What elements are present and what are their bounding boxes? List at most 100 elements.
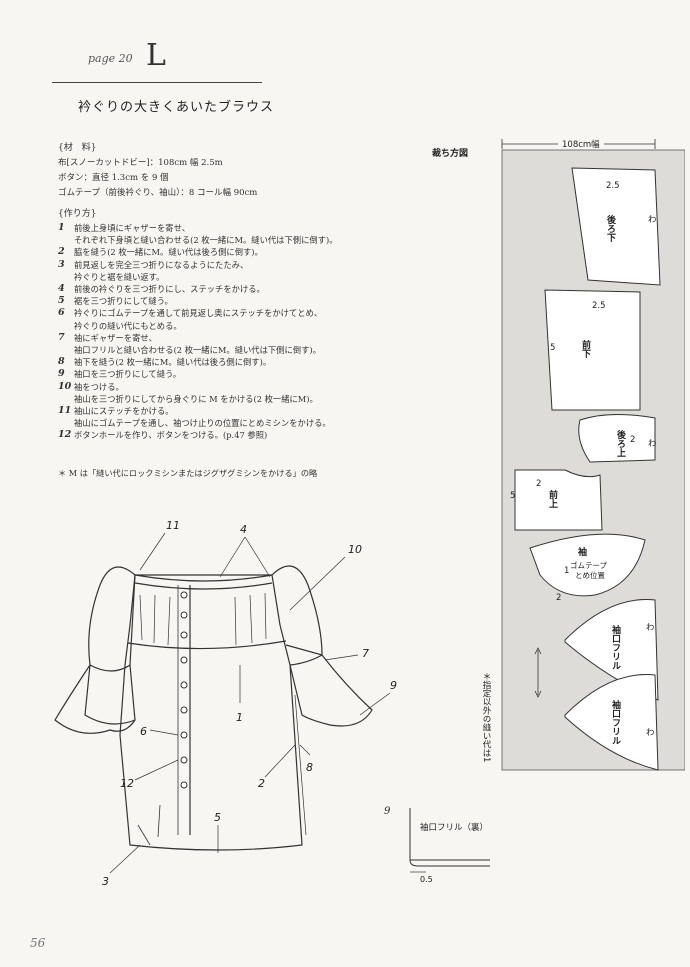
callout-10: 10 [348,543,362,556]
step-number: 3 [58,258,65,270]
step-text: 前後上身頃にギャザーを寄せ、 [74,223,191,233]
fold-mark: わ [646,728,655,738]
detail-label: 袖口フリル（裏） [420,822,488,833]
step-text: 脇を縫う(2 枚一緒にM。縫い代は後ろ側に倒す)。 [74,247,263,258]
seam-allowance: 5 [550,343,555,353]
materials-line: ボタン：直径 1.3cm を 9 個 [58,173,169,183]
step-number: 2 [58,246,65,258]
step-number: 8 [58,356,65,368]
callout-9: 9 [390,679,397,692]
piece-cuff-ruffle: 袖口フリル [610,624,622,670]
seam-allowance: 2 [630,435,635,445]
page-number: 56 [30,936,46,950]
callout-4: 4 [240,523,247,536]
method-step: 2 脇を縫う(2 枚一緒にM。縫い代は後ろ側に倒す)。 [58,246,388,258]
method-step: 9 袖口を三つ折りにして縫う。 [58,368,388,380]
seam-allowance: 5 [510,491,515,501]
callout-1: 1 [236,711,243,724]
step-text: 袖下を縫う(2 枚一緒にM。縫い代は後ろ側に倒す)。 [74,357,272,368]
callout-2: 2 [258,777,265,790]
method-step: 1 前後上身頃にギャザーを寄せ、 [58,222,388,234]
method-steps: 1 前後上身頃にギャザーを寄せ、それぞれ下身頃と縫い合わせる(2 枚一緒にM。縫い… [58,222,388,442]
seam-allowance: 2 [536,479,541,489]
step-number [58,393,74,405]
step-text: 袖をつける。 [74,381,124,392]
callout-11: 11 [166,519,180,532]
step-number: 10 [58,380,72,392]
step-number [58,344,74,356]
step-text: 袖口フリルと縫い合わせる(2 枚一緒にM。縫い代は下側に倒す)。 [74,345,321,356]
step-text: 前見返しを完全三つ折りになるようにたたみ、 [74,259,249,270]
cuff-detail: 9 袖口フリル（裏） 0.5 [384,806,490,884]
method-step: 衿ぐりと裾を縫い返す。 [58,271,388,283]
step-number [58,417,74,429]
method-step: 袖口フリルと縫い合わせる(2 枚一緒にM。縫い代は下側に倒す)。 [58,344,388,356]
step-number [58,234,74,246]
step-number: 7 [58,331,65,343]
materials-section: {材 料} 布[スノーカットドビー]：108cm 幅 2.5m ボタン：直径 1… [58,140,257,198]
step-text: 裾を三つ折りにして縫う。 [74,296,173,307]
method-step: 3 前見返しを完全三つ折りになるようにたたみ、 [58,259,388,271]
piece-sleeve: 袖 [577,546,587,558]
callout-6: 6 [140,725,147,738]
callout-7: 7 [362,647,369,660]
page-title: 衿ぐりの大きくあいたブラウス [78,100,275,115]
step-number: 4 [58,283,65,295]
piece-back-upper: 後ろ上 [615,429,626,457]
step-text: 袖山にゴムテープを通し、袖つけ止りの位置にとめミシンをかける。 [74,418,331,429]
cutting-layout: 108cm幅 2.5 わ 2.5 5 2 わ 2 5 1 2 わ わ 後ろ下 [501,136,685,771]
seam-allowance: 2.5 [592,301,606,311]
step-number: 1 [58,222,65,233]
detail-callout: 9 [384,806,391,817]
ornament-letter: L [146,38,166,73]
step-number: 6 [58,307,65,319]
step-text: 衿ぐりにゴムテープを通して前見返し奥にステッチをかけてとめ、 [74,308,323,319]
seam-allowance: 2.5 [606,181,620,191]
fabric-width-label: 108cm幅 [562,139,600,150]
step-number: 5 [58,295,65,307]
method-step: 6 衿ぐりにゴムテープを通して前見返し奥にステッチをかけてとめ、 [58,307,388,319]
step-text: 袖山にステッチをかける。 [74,406,174,417]
step-number [58,320,74,332]
piece-front-upper: 前上 [547,489,558,508]
callout-8: 8 [306,761,313,774]
detail-seam: 0.5 [420,875,433,884]
method-step: 袖山にゴムテープを通し、袖つけ止りの位置にとめミシンをかける。 [58,417,388,429]
piece-front-lower: 前下 [580,339,591,359]
step-text: 衿ぐりの縫い代にもとめる。 [74,320,182,331]
step-number: 9 [58,368,65,380]
step-text: 袖山を三つ折りにしてから身ぐりに M をかける(2 枚一緒にM)。 [74,393,318,404]
seam-allowance: 1 [564,566,569,576]
step-text: 前後の衿ぐりを三つ折りにし、ステッチをかける。 [74,284,265,295]
piece-cuff-ruffle: 袖口フリル [610,699,622,745]
fold-mark: わ [648,215,657,225]
stop-position-label: とめ位置 [575,570,605,580]
header-rule [52,82,262,83]
callout-5: 5 [214,811,221,824]
seam-allowance-note: ＊指定以外の縫い代は1 [481,672,491,763]
materials-line: 布[スノーカットドビー]：108cm 幅 2.5m [58,158,223,168]
page-label: page 20 [88,52,133,65]
step-text: 衿ぐりと裾を縫い返す。 [74,271,165,282]
method-step: 5 裾を三つ折りにして縫う。 [58,295,388,307]
method-step: 8 袖下を縫う(2 枚一緒にM。縫い代は後ろ側に倒す)。 [58,356,388,368]
step-text: 袖口を三つ折りにして縫う。 [74,369,182,380]
callout-3: 3 [102,875,109,888]
step-number [58,271,74,283]
method-note: ＊ M は「縫い代にロックミシンまたはジグザグミシンをかける」の略 [58,468,318,478]
piece-back-lower: 後ろ下 [605,214,616,243]
method-step: 衿ぐりの縫い代にもとめる。 [58,320,388,332]
blouse-illustration: 11 4 10 7 9 1 6 8 12 2 5 3 [54,519,397,888]
method-heading: {作り方} [58,209,97,219]
fold-mark: わ [648,439,657,449]
step-text: ボタンホールを作り、ボタンをつける。(p.47 参照) [74,430,268,441]
method-step: 4 前後の衿ぐりを三つ折りにし、ステッチをかける。 [58,283,388,295]
step-number: 12 [58,429,72,441]
fold-mark: わ [646,623,655,633]
method-step: それぞれ下身頃と縫い合わせる(2 枚一緒にM。縫い代は下側に倒す)。 [58,234,388,246]
step-text: それぞれ下身頃と縫い合わせる(2 枚一緒にM。縫い代は下側に倒す)。 [74,235,338,246]
step-number: 11 [58,405,72,417]
step-text: 袖にギャザーを寄せ、 [74,332,157,343]
